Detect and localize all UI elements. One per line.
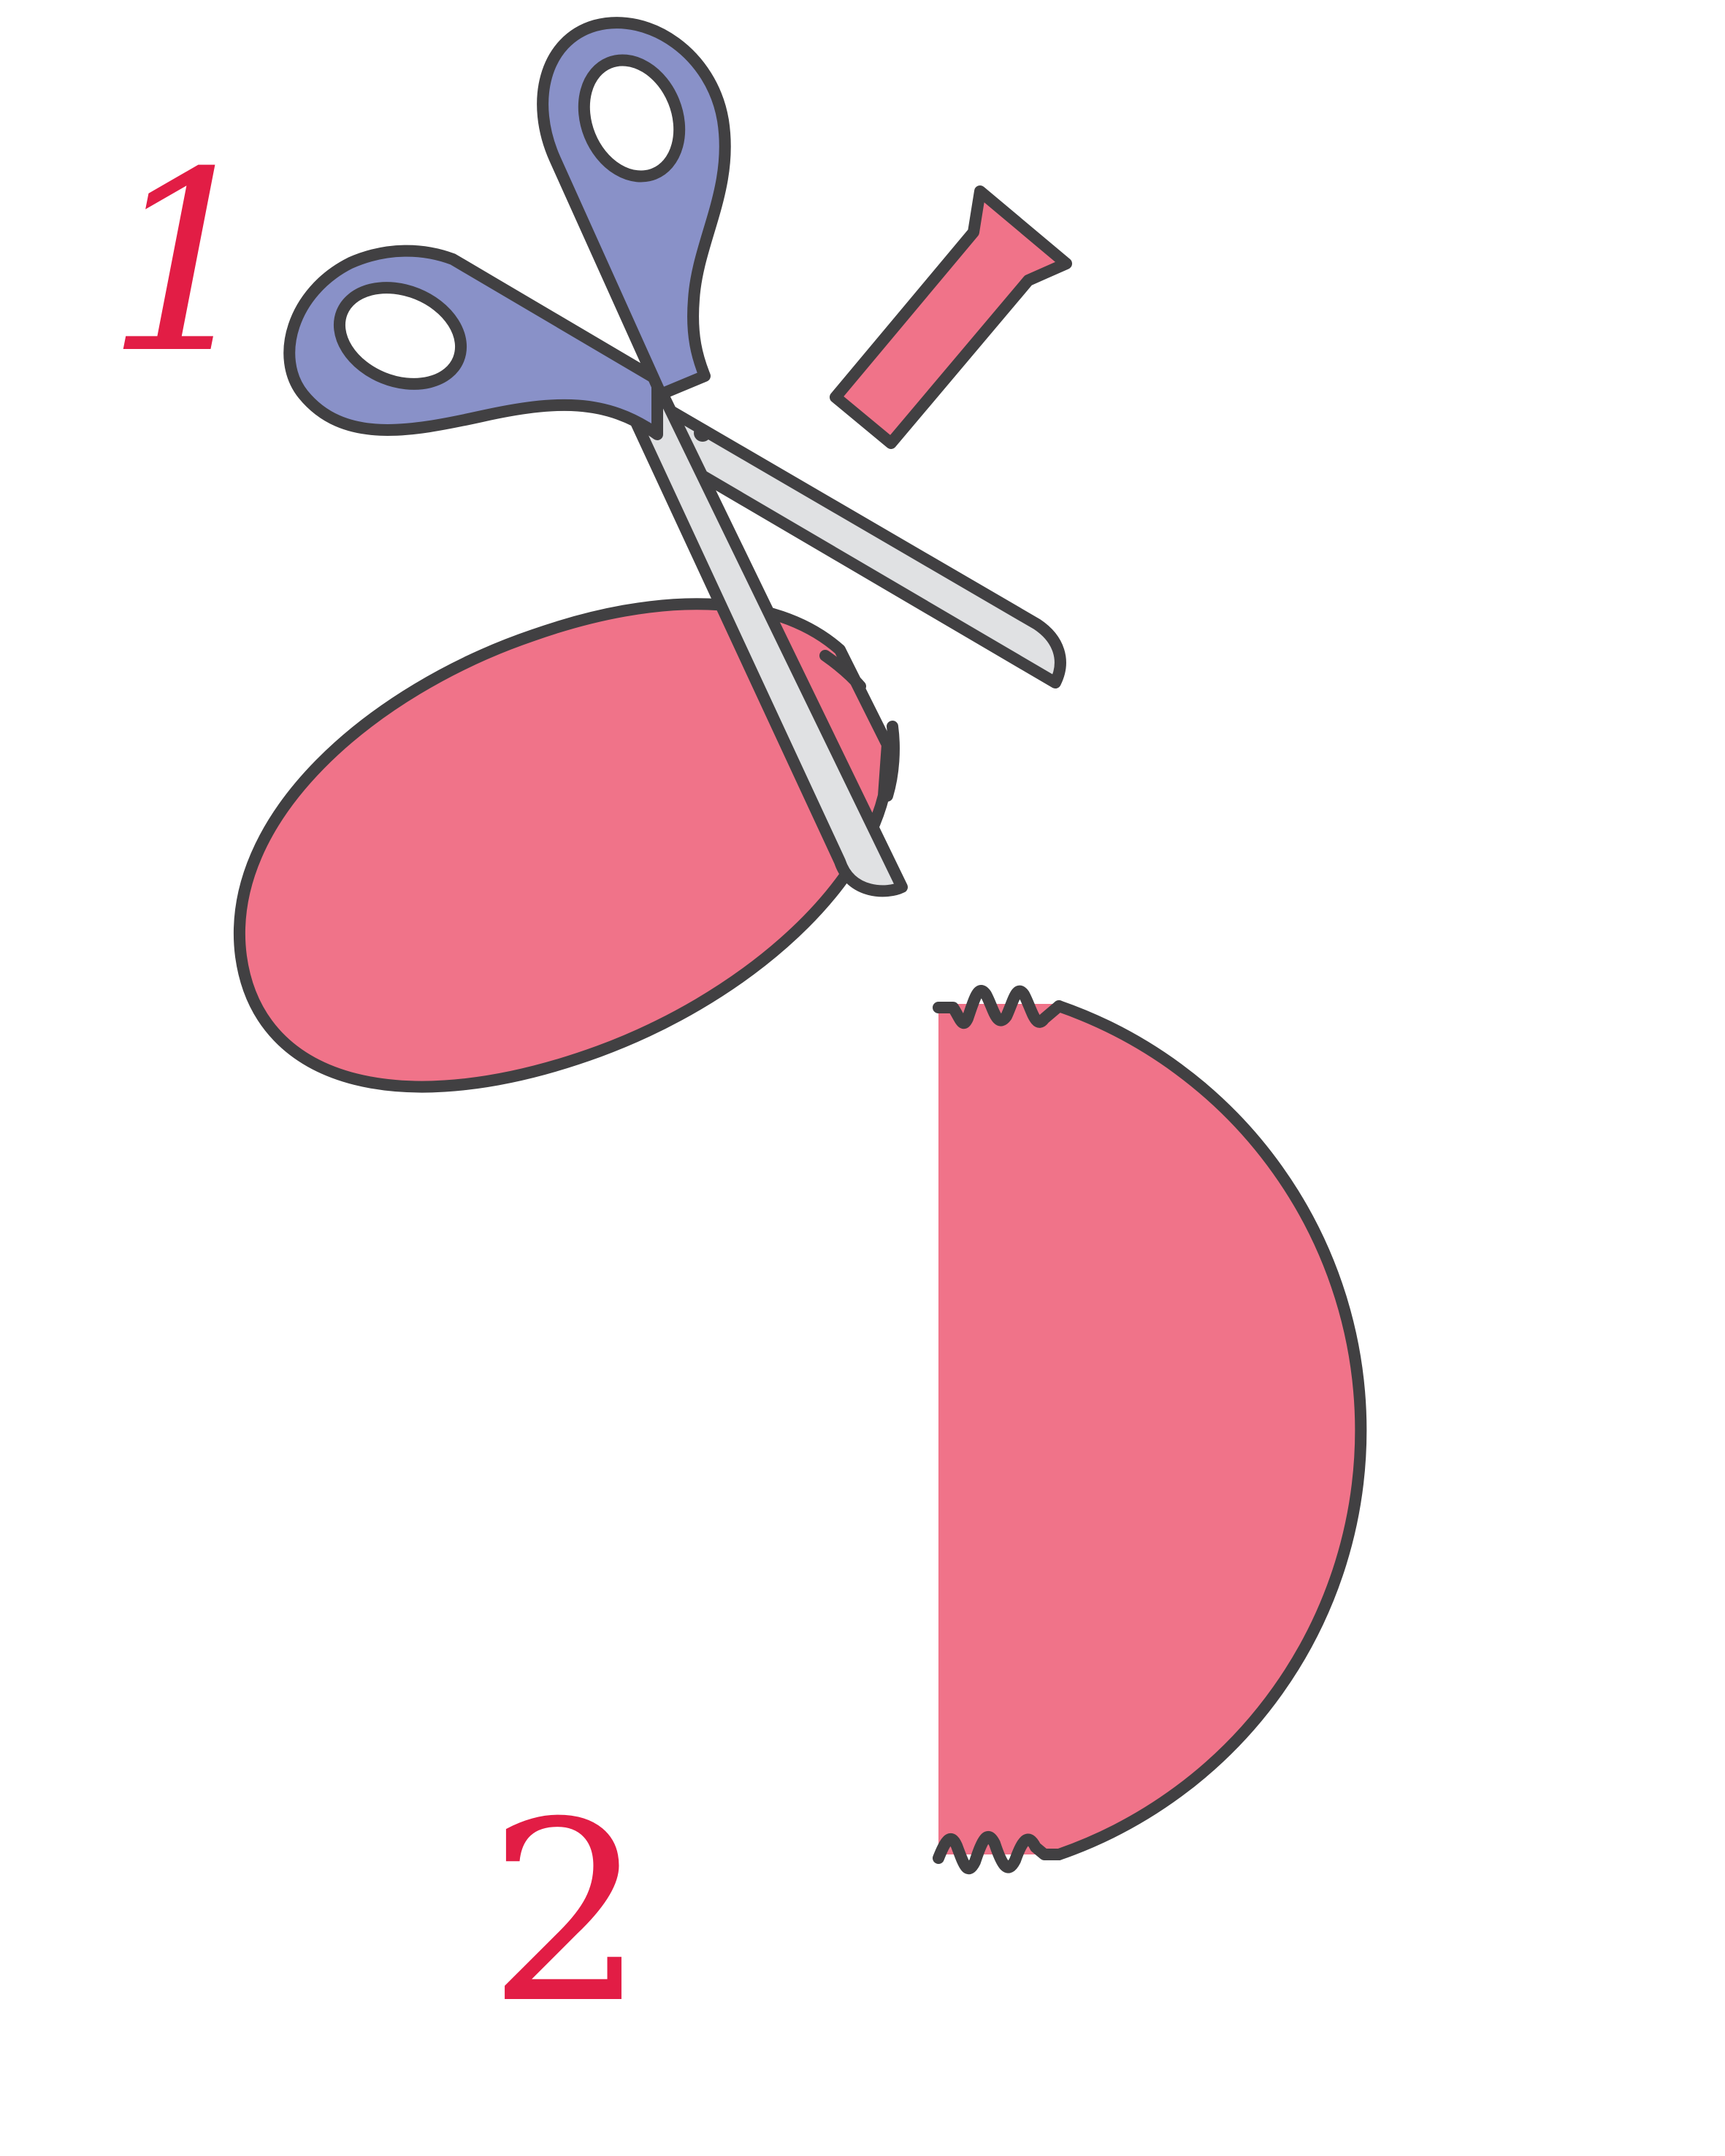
step-1-label: 1 [106,119,264,408]
cut-strip-piece [830,185,1072,449]
scissors-icon [283,17,1066,897]
step-2-half-disc-shape [933,985,1367,1875]
step-1-ellipse-shape [234,598,900,1093]
step-2-label: 2 [488,1769,646,2058]
